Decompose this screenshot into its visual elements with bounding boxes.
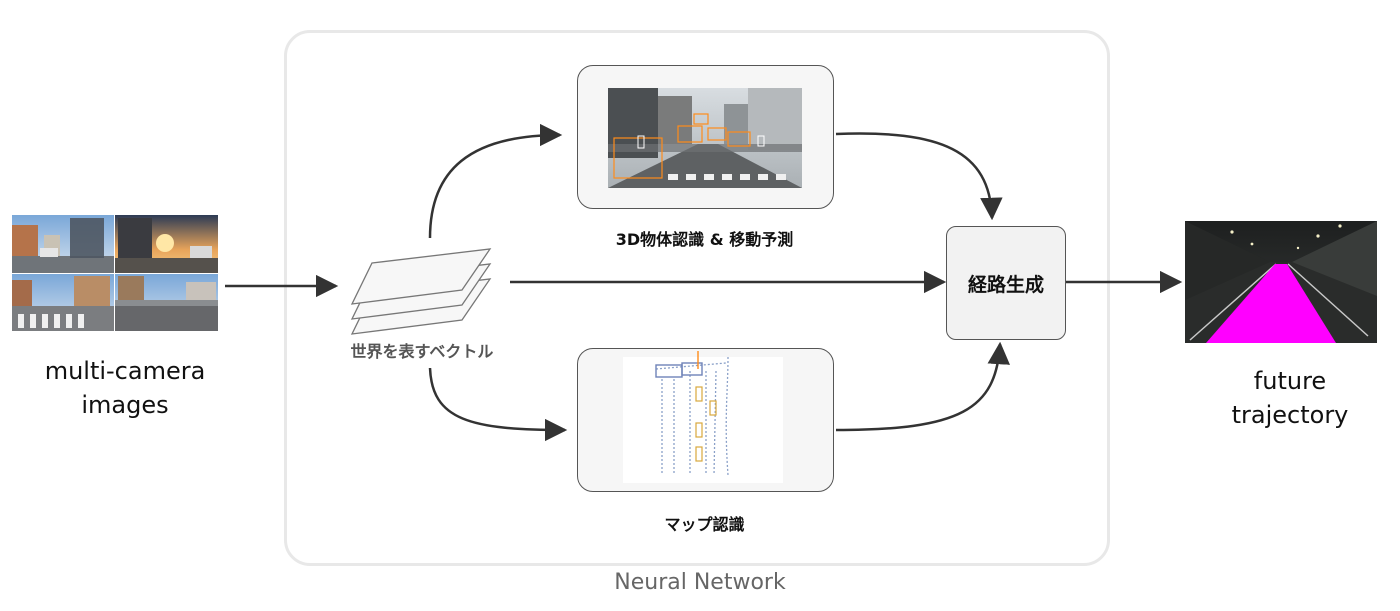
route-label: 経路生成 [967,273,1044,296]
neural-network-label: Neural Network [614,570,786,595]
route-generation-box: 経路生成 [946,226,1066,340]
output-label: future trajectory [1231,367,1349,429]
world-vector-label: 世界を表すベクトル [350,342,494,361]
arrow-to-map [428,367,568,442]
trajectory-path [1206,264,1336,343]
map-image [623,351,783,483]
future-trajectory-image [1185,221,1377,343]
detection-panel [577,65,834,209]
arrow-map-to-route [835,341,1010,432]
multi-camera-image-mosaic [12,215,218,331]
map-panel [577,348,834,492]
world-vector-stack-icon [350,248,492,335]
map-label: マップ認識 [664,515,745,534]
arrow-detection-to-route [835,132,1003,221]
input-label: multi-camera images [44,357,206,419]
detection-label: 3D物体認識 & 移動予測 [615,230,794,249]
arrow-to-detection [428,123,563,239]
detection-camera-image [608,88,802,188]
